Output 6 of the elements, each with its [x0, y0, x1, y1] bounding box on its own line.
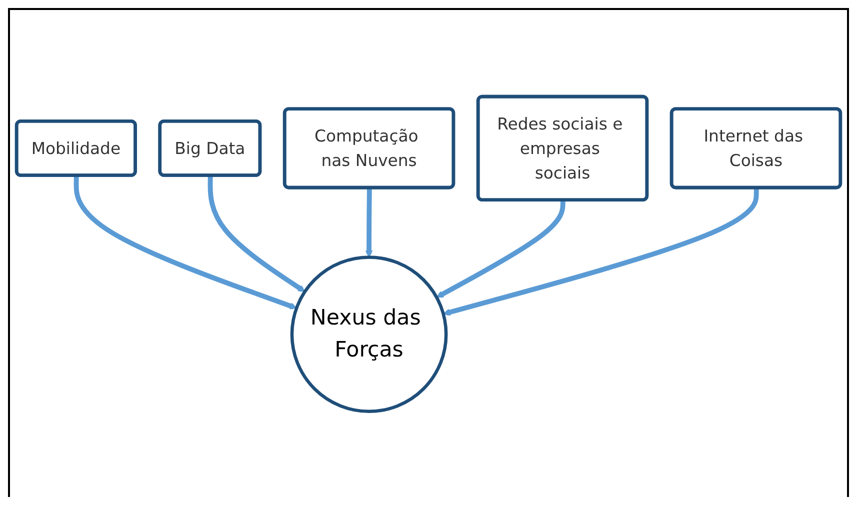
arrow [74, 175, 297, 309]
arrow [365, 187, 373, 258]
node-circle: Nexus das Forças [290, 255, 448, 413]
arrow [208, 175, 306, 292]
arrow [436, 200, 566, 298]
arrow [443, 187, 759, 316]
